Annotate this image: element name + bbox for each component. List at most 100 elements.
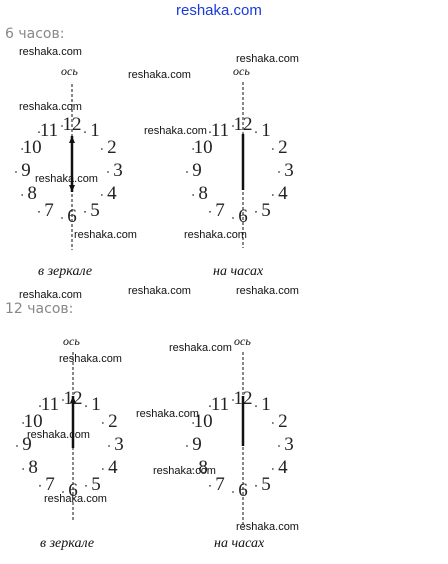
clock-dot	[21, 148, 24, 150]
clock-dot	[22, 422, 25, 424]
clock-dot	[85, 405, 87, 408]
clock-number: 8	[28, 457, 38, 478]
clock-dot	[186, 171, 188, 173]
clock-number: 4	[278, 457, 288, 478]
watermark: reshaka.com	[169, 342, 232, 354]
clock-dot	[255, 405, 257, 408]
clock-number: 3	[284, 434, 294, 455]
clock-number: 10	[194, 137, 213, 158]
watermark: reshaka.com	[153, 465, 216, 477]
clock-dot	[21, 194, 24, 196]
watermark: reshaka.com	[128, 285, 191, 297]
clock-dot	[255, 484, 257, 487]
clock-dot	[192, 148, 195, 150]
site-title[interactable]: reshaka.com	[176, 2, 262, 19]
clock-number: 6	[67, 206, 77, 227]
clock-dot	[232, 217, 234, 219]
clock-dot	[101, 468, 104, 470]
clock-dot	[84, 131, 86, 134]
clock-number: 11	[40, 120, 58, 141]
clock-dot	[255, 131, 257, 134]
axis-label-mirror-12: ось	[63, 334, 80, 348]
clock-number: 11	[211, 120, 229, 141]
clock-number: 1	[91, 394, 101, 415]
hand-arrow-up	[69, 136, 75, 143]
axis-label-clock-6: ось	[233, 64, 250, 78]
clock-number: 3	[284, 160, 294, 181]
clock-dot	[100, 194, 103, 196]
clock-number: 8	[198, 183, 208, 204]
clock-number: 10	[194, 411, 213, 432]
clock-dot	[271, 194, 274, 196]
clock-number: 4	[278, 183, 288, 204]
clock-dot	[192, 194, 195, 196]
clock-number: 4	[107, 183, 117, 204]
clock-dot	[61, 217, 63, 219]
clock-dot	[209, 484, 211, 487]
clock-number: 12	[234, 114, 253, 135]
watermark: reshaka.com	[44, 493, 107, 505]
clock-dot	[85, 484, 87, 487]
section-header-6: 6 часов:	[5, 26, 65, 42]
clock-dot	[100, 148, 103, 150]
section-header-12: 12 часов:	[5, 301, 74, 317]
clock-dot	[255, 210, 257, 213]
clock-number: 10	[23, 137, 42, 158]
clock-number: 11	[211, 394, 229, 415]
clock-dot	[271, 468, 274, 470]
clock-dot	[22, 468, 25, 470]
clock-number: 2	[108, 411, 118, 432]
clock-number: 3	[113, 160, 123, 181]
clock-number: 5	[90, 200, 100, 221]
clock-number: 8	[198, 457, 208, 478]
clock-dot	[209, 131, 211, 134]
clock-dot	[209, 210, 211, 213]
clock-number: 9	[192, 434, 202, 455]
watermark: reshaka.com	[35, 173, 98, 185]
clock-number: 7	[215, 200, 225, 221]
clock-dot	[62, 399, 64, 401]
clock-dot	[107, 171, 109, 173]
clock-number: 7	[45, 474, 55, 495]
clock-number: 2	[278, 411, 288, 432]
axis-label-mirror-6: ось	[61, 64, 78, 78]
clock-number: 9	[22, 434, 32, 455]
clock-number: 2	[107, 137, 117, 158]
clock-number: 6	[238, 206, 248, 227]
hand-arrow-up	[70, 396, 76, 403]
watermark: reshaka.com	[19, 101, 82, 113]
clock-number: 12	[63, 114, 82, 135]
hand-arrow-down	[69, 185, 75, 192]
clock-number: 9	[192, 160, 202, 181]
clock-number: 5	[91, 474, 101, 495]
clock-dot	[39, 405, 41, 408]
watermark: reshaka.com	[19, 289, 82, 301]
clock-dot	[232, 491, 234, 493]
clock-number: 3	[114, 434, 124, 455]
clock-number: 7	[44, 200, 54, 221]
clock-dot	[192, 422, 195, 424]
clock-dot	[101, 422, 104, 424]
clock-number: 6	[238, 480, 248, 501]
clock-dot	[232, 399, 234, 401]
clock-number: 6	[68, 480, 78, 501]
clock-number: 9	[21, 160, 31, 181]
caption-mirror-6: в зеркале	[38, 264, 93, 279]
caption-clock-6: на часах	[213, 264, 264, 279]
clock-dot	[108, 445, 110, 447]
caption-mirror-12: в зеркале	[40, 536, 95, 551]
clock-dot	[209, 405, 211, 408]
clock-dot	[38, 131, 40, 134]
clock-number: 11	[41, 394, 59, 415]
watermark: reshaka.com	[144, 125, 207, 137]
caption-clock-12: на часах	[214, 536, 265, 551]
clock-dot	[232, 125, 234, 127]
clock-number: 8	[27, 183, 37, 204]
clock-dot	[61, 125, 63, 127]
clock-dot	[278, 171, 280, 173]
watermark: reshaka.com	[236, 53, 299, 65]
axis-label-clock-12: ось	[234, 334, 251, 348]
clock-dot	[39, 484, 41, 487]
